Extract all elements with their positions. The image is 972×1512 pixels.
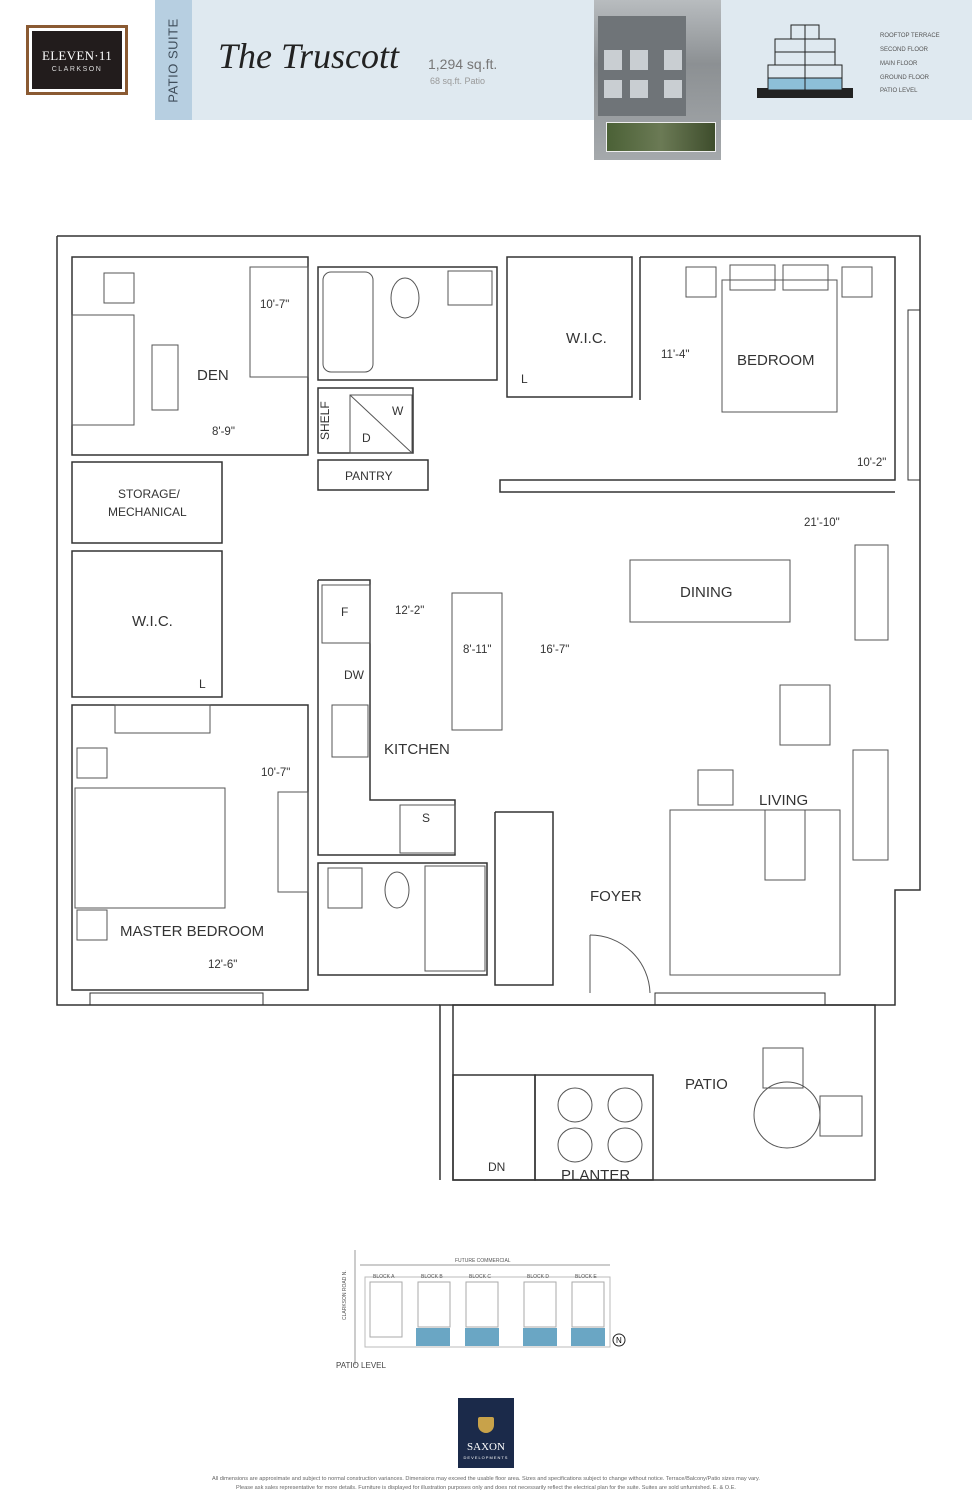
label-den: DEN [197,367,229,384]
dimension-labels: 10'-7" 8'-9" 11'-4" 10'-2" 21'-10" 12'-2… [208,299,886,971]
den-desk [249,266,309,378]
dim-bedroom-wic: 11'-4" [661,349,689,361]
site-street: CLARKSON ROAD N. [342,1270,348,1320]
fixture-labels: W D L L F DW S [199,372,528,825]
saxon-logo: SAXON DEVELOPMENTS [458,1398,514,1468]
eleven-11-logo: ELEVEN·11 CLARKSON [26,25,128,95]
label-linen-left: L [199,677,206,691]
site-plan: FUTURE COMMERCIAL CLARKSON ROAD N. BLOCK… [336,1250,626,1370]
ensuite-sink [327,867,363,909]
master-bed [74,787,226,909]
stove [399,804,456,854]
label-wic-top: W.I.C. [566,330,607,347]
armchair [779,684,831,746]
dim-dining-length: 21'-10" [804,517,840,529]
site-block-e: BLOCK E [575,1274,597,1280]
label-shelf: SHELF [318,401,332,440]
kitchen-sink [331,704,369,758]
north-arrow-icon [612,1333,626,1347]
level-second: SECOND FLOOR [880,47,929,53]
suite-strip [155,0,192,120]
bathtub [322,271,374,373]
den-sofa [71,314,135,426]
level-main: MAIN FLOOR [880,61,918,67]
dim-island: 8'-11" [463,644,491,656]
suite-name: The Truscott [218,36,400,76]
dim-kitchen: 12'-2" [395,605,424,617]
label-dn: DN [488,1160,505,1174]
label-patio: PATIO [685,1076,728,1093]
site-block-d: BLOCK D [527,1274,549,1280]
disclaimer-line-1: All dimensions are approximate and subje… [212,1476,760,1482]
label-living: LIVING [759,792,808,809]
dim-master-length: 12'-6" [208,959,237,971]
furniture [71,264,889,1163]
patio-area: 68 sq.ft. Patio [430,76,486,86]
level-patio: PATIO LEVEL [880,88,918,94]
sectional-sofa [669,809,841,976]
shower [424,865,486,972]
dim-den: 10'-7" [260,299,289,311]
level-rooftop: ROOFTOP TERRACE [880,33,940,39]
patio-table [753,1081,821,1149]
washer-dryer [349,394,413,454]
label-dishwasher: DW [344,668,365,682]
room-labels: DEN W.I.C. BEDROOM SHELF PANTRY STORAGE/… [108,330,815,1184]
building-photo [594,0,721,160]
saxon-name: SAXON [467,1441,505,1453]
label-foyer: FOYER [590,888,642,905]
fridge [321,584,371,644]
label-fridge: F [341,605,348,619]
building-section-diagram [757,24,853,98]
level-ground: GROUND FLOOR [880,75,930,81]
label-bedroom: BEDROOM [737,352,815,369]
dim-master-width: 10'-7" [261,767,290,779]
logo-main: ELEVEN·11 [41,47,113,63]
dining-table [629,559,791,623]
sink [447,270,493,306]
label-pantry: PANTRY [345,469,393,483]
disclaimer-line-2: Please ask sales representative for more… [236,1485,736,1491]
label-washer: W [392,404,404,418]
logo-sub: CLARKSON [51,65,103,73]
toilet [390,277,420,319]
walls [56,235,921,1181]
saxon-sub: DEVELOPMENTS [463,1455,509,1460]
label-mechanical: MECHANICAL [108,505,187,519]
site-north: N [616,1336,622,1345]
shield-icon [478,1417,494,1433]
label-linen-top: L [521,372,528,386]
label-wic-left: W.I.C. [132,613,173,630]
site-title: PATIO LEVEL [336,1361,386,1370]
bed [721,279,838,413]
site-block-b: BLOCK B [421,1274,443,1280]
label-dining: DINING [680,584,733,601]
dim-living: 16'-7" [540,644,569,656]
site-future-commercial: FUTURE COMMERCIAL [455,1258,511,1264]
label-planter: PLANTER [561,1167,630,1184]
island [451,592,503,731]
label-stove: S [422,811,430,825]
label-kitchen: KITCHEN [384,741,450,758]
label-master-bedroom: MASTER BEDROOM [120,923,264,940]
dim-bedroom: 10'-2" [857,457,886,469]
site-block-c: BLOCK C [469,1274,491,1280]
label-storage: STORAGE/ [118,487,180,501]
disclaimer: All dimensions are approximate and subje… [150,1475,822,1493]
suite-area: 1,294 sq.ft. [428,56,498,72]
dim-den-width: 8'-9" [212,426,235,438]
site-block-a: BLOCK A [373,1274,395,1280]
header-band [155,0,972,120]
label-dryer: D [362,431,371,445]
